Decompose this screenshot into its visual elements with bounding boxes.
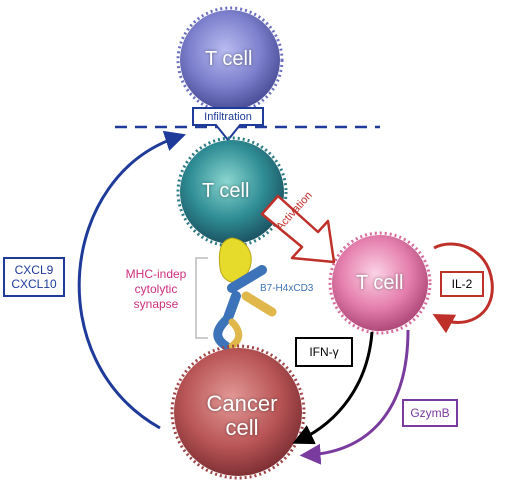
cxcl9-label: CXCL9: [14, 263, 54, 277]
bispecific-antibody: [213, 265, 277, 351]
chemokine-box: CXCL9 CXCL10: [3, 257, 65, 297]
ifng-arrow: [292, 331, 374, 445]
infiltration-arrow: [192, 107, 264, 142]
cancer-cell: [170, 344, 306, 480]
middle-cell-label: T cell: [202, 180, 250, 202]
cancer-label-line2: cell: [225, 415, 259, 440]
il2-loop-arrow: [432, 242, 494, 334]
il2-label: IL-2: [451, 277, 473, 291]
cxcl10-label: CXCL10: [11, 277, 57, 291]
ifng-label: IFN-γ: [309, 345, 339, 359]
cancer-cell-label: Cancer cell: [202, 392, 282, 440]
cd3-receptor: [218, 237, 252, 283]
middle-t-cell: [176, 136, 288, 248]
right-cell-label: T cell: [356, 272, 404, 294]
top-cell-label: T cell: [205, 48, 253, 70]
activation-arrow: [260, 194, 336, 264]
synapse-bracket: [195, 257, 208, 339]
gzymb-box: GzymB: [402, 399, 458, 427]
right-t-cell: [328, 231, 432, 335]
ifng-box: IFN-γ: [295, 337, 353, 367]
chemokine-arc-arrow: [77, 130, 186, 430]
synapse-line2: cytolytic: [134, 282, 178, 296]
il2-box: IL-2: [440, 271, 484, 297]
synapse-label: MHC-indep cytolytic synapse: [118, 267, 194, 312]
bispecific-label: B7-H4xCD3: [260, 283, 314, 294]
infiltration-label: Infiltration: [194, 108, 262, 125]
synapse-line3: synapse: [133, 297, 179, 311]
synapse-line1: MHC-indep: [125, 267, 187, 281]
gzymb-label: GzymB: [410, 406, 450, 420]
gzymb-arrow: [299, 329, 410, 465]
cancer-label-line1: Cancer: [206, 391, 278, 416]
infiltration-text: Infiltration: [204, 110, 252, 123]
